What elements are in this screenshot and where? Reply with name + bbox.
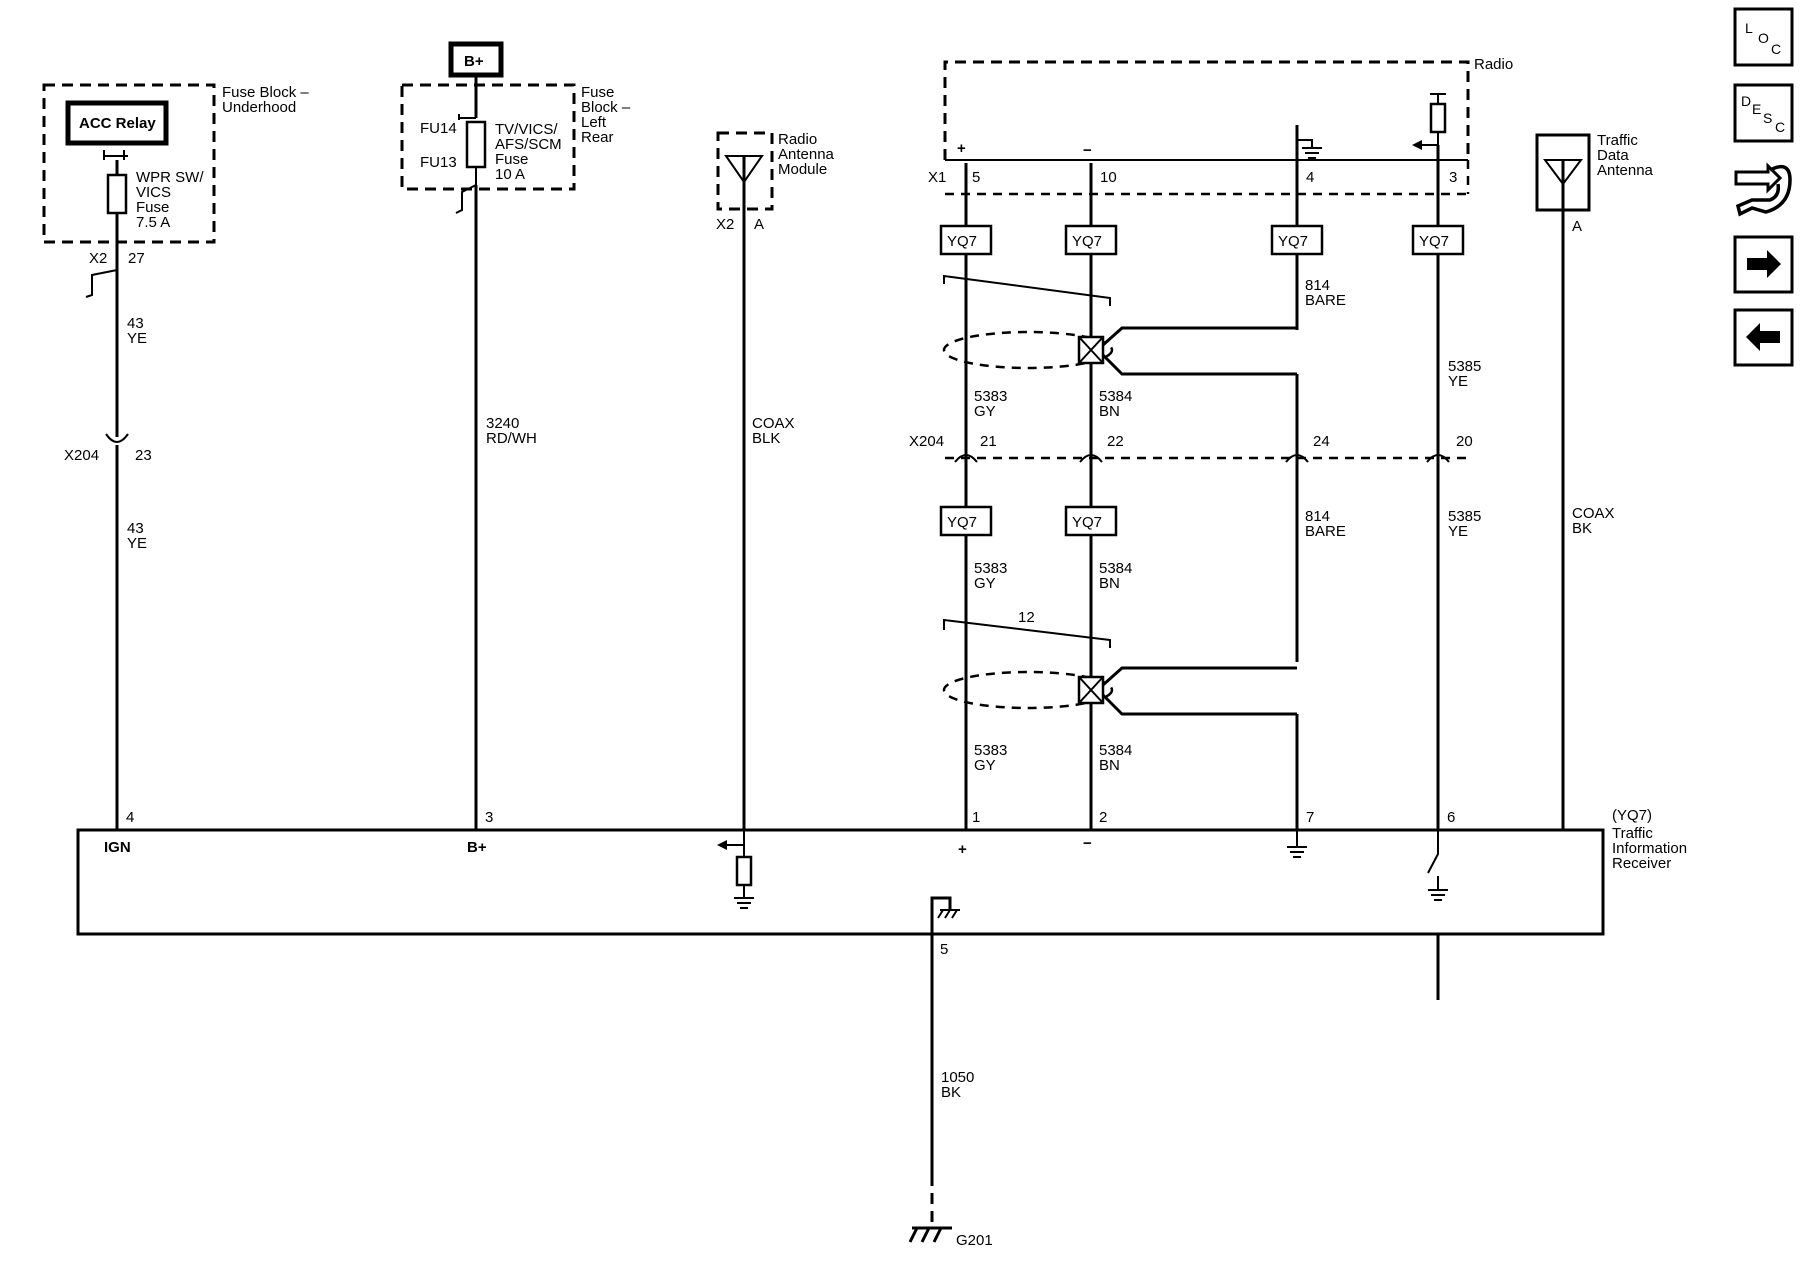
connector-wrench-icon [1734,162,1783,194]
pin-23: 23 [135,447,152,464]
desc-e: E [1752,101,1761,117]
yq7-connector-label: YQ7 [1278,233,1308,250]
x204-pin-22: 22 [1107,433,1124,450]
radio-pin-3: 3 [1449,169,1457,186]
description-button[interactable]: D E S C [1733,83,1794,143]
rcv-pin-7: 7 [1306,809,1314,826]
ign-terminal: IGN [104,839,131,856]
bplus-terminal: B+ [467,839,487,856]
previous-page-button[interactable] [1733,308,1794,367]
plus-terminal: + [958,841,967,858]
arrow-left-icon [1746,323,1780,351]
radio-pin-10: 10 [1100,169,1117,186]
fu13-label: FU13 [420,154,457,171]
g201-label: G201 [956,1232,993,1249]
yq7-connector-label: YQ7 [947,514,977,531]
location-button[interactable]: L O C [1733,7,1794,67]
pin-a-antenna: A [754,216,764,233]
radio-pin-4: 4 [1306,169,1314,186]
connector-end-view-button[interactable] [1734,162,1792,217]
next-page-button[interactable] [1733,235,1794,294]
nav-buttons: L O C D E S C [1733,7,1794,367]
yq7-connector-label: YQ7 [1419,233,1449,250]
fuse-block-underhood: Fuse Block –Underhood ACC Relay WPR SW/V… [42,83,309,298]
x2-connector-label: X2 [89,250,107,267]
rcv-pin-6: 6 [1447,809,1455,826]
rcv-pin-1: 1 [972,809,980,826]
yq7-connector-label: YQ7 [1072,233,1102,250]
rcv-pin-3: 3 [485,809,493,826]
x204-right-label: X204 [909,433,944,450]
radio-label: Radio [1474,56,1513,73]
loc-c: C [1771,41,1781,57]
radio-plus-terminal: + [957,140,966,157]
radio-minus-terminal: − [1083,142,1092,159]
bplus-source-label: B+ [464,53,484,70]
radio-pin-5: 5 [972,169,980,186]
desc-s: S [1763,110,1772,126]
loc-l: L [1745,20,1753,36]
desc-c: C [1775,119,1785,135]
twist-count-12: 12 [1018,609,1035,626]
tda-pin-a: A [1572,218,1582,235]
rcv-pin-2: 2 [1099,809,1107,826]
rcv-pin-4: 4 [126,809,134,826]
fuse-block-underhood-label: Fuse Block –Underhood [222,84,309,116]
x2-antenna-connector: X2 [716,216,734,233]
minus-terminal: − [1083,835,1092,852]
arrow-right-icon [1747,250,1781,278]
receiver-ref-label: (YQ7) [1612,807,1652,824]
fu14-label: FU14 [420,120,457,137]
x204-left-label: X204 [64,447,99,464]
yq7-connectors: YQ7 YQ7 YQ7 YQ7 YQ7 YQ7 [939,224,1465,537]
pin-27: 27 [128,250,145,267]
loc-o: O [1758,30,1769,46]
x1-connector-label: X1 [928,169,946,186]
x204-pin-21: 21 [980,433,997,450]
acc-relay-label: ACC Relay [79,115,156,132]
x204-pin-20: 20 [1456,433,1473,450]
rcv-pin-5: 5 [940,941,948,958]
yq7-connector-label: YQ7 [1072,514,1102,531]
desc-d: D [1741,93,1751,109]
circuit-wires [945,125,1468,830]
x204-pin-24: 24 [1313,433,1330,450]
yq7-connector-label: YQ7 [947,233,977,250]
